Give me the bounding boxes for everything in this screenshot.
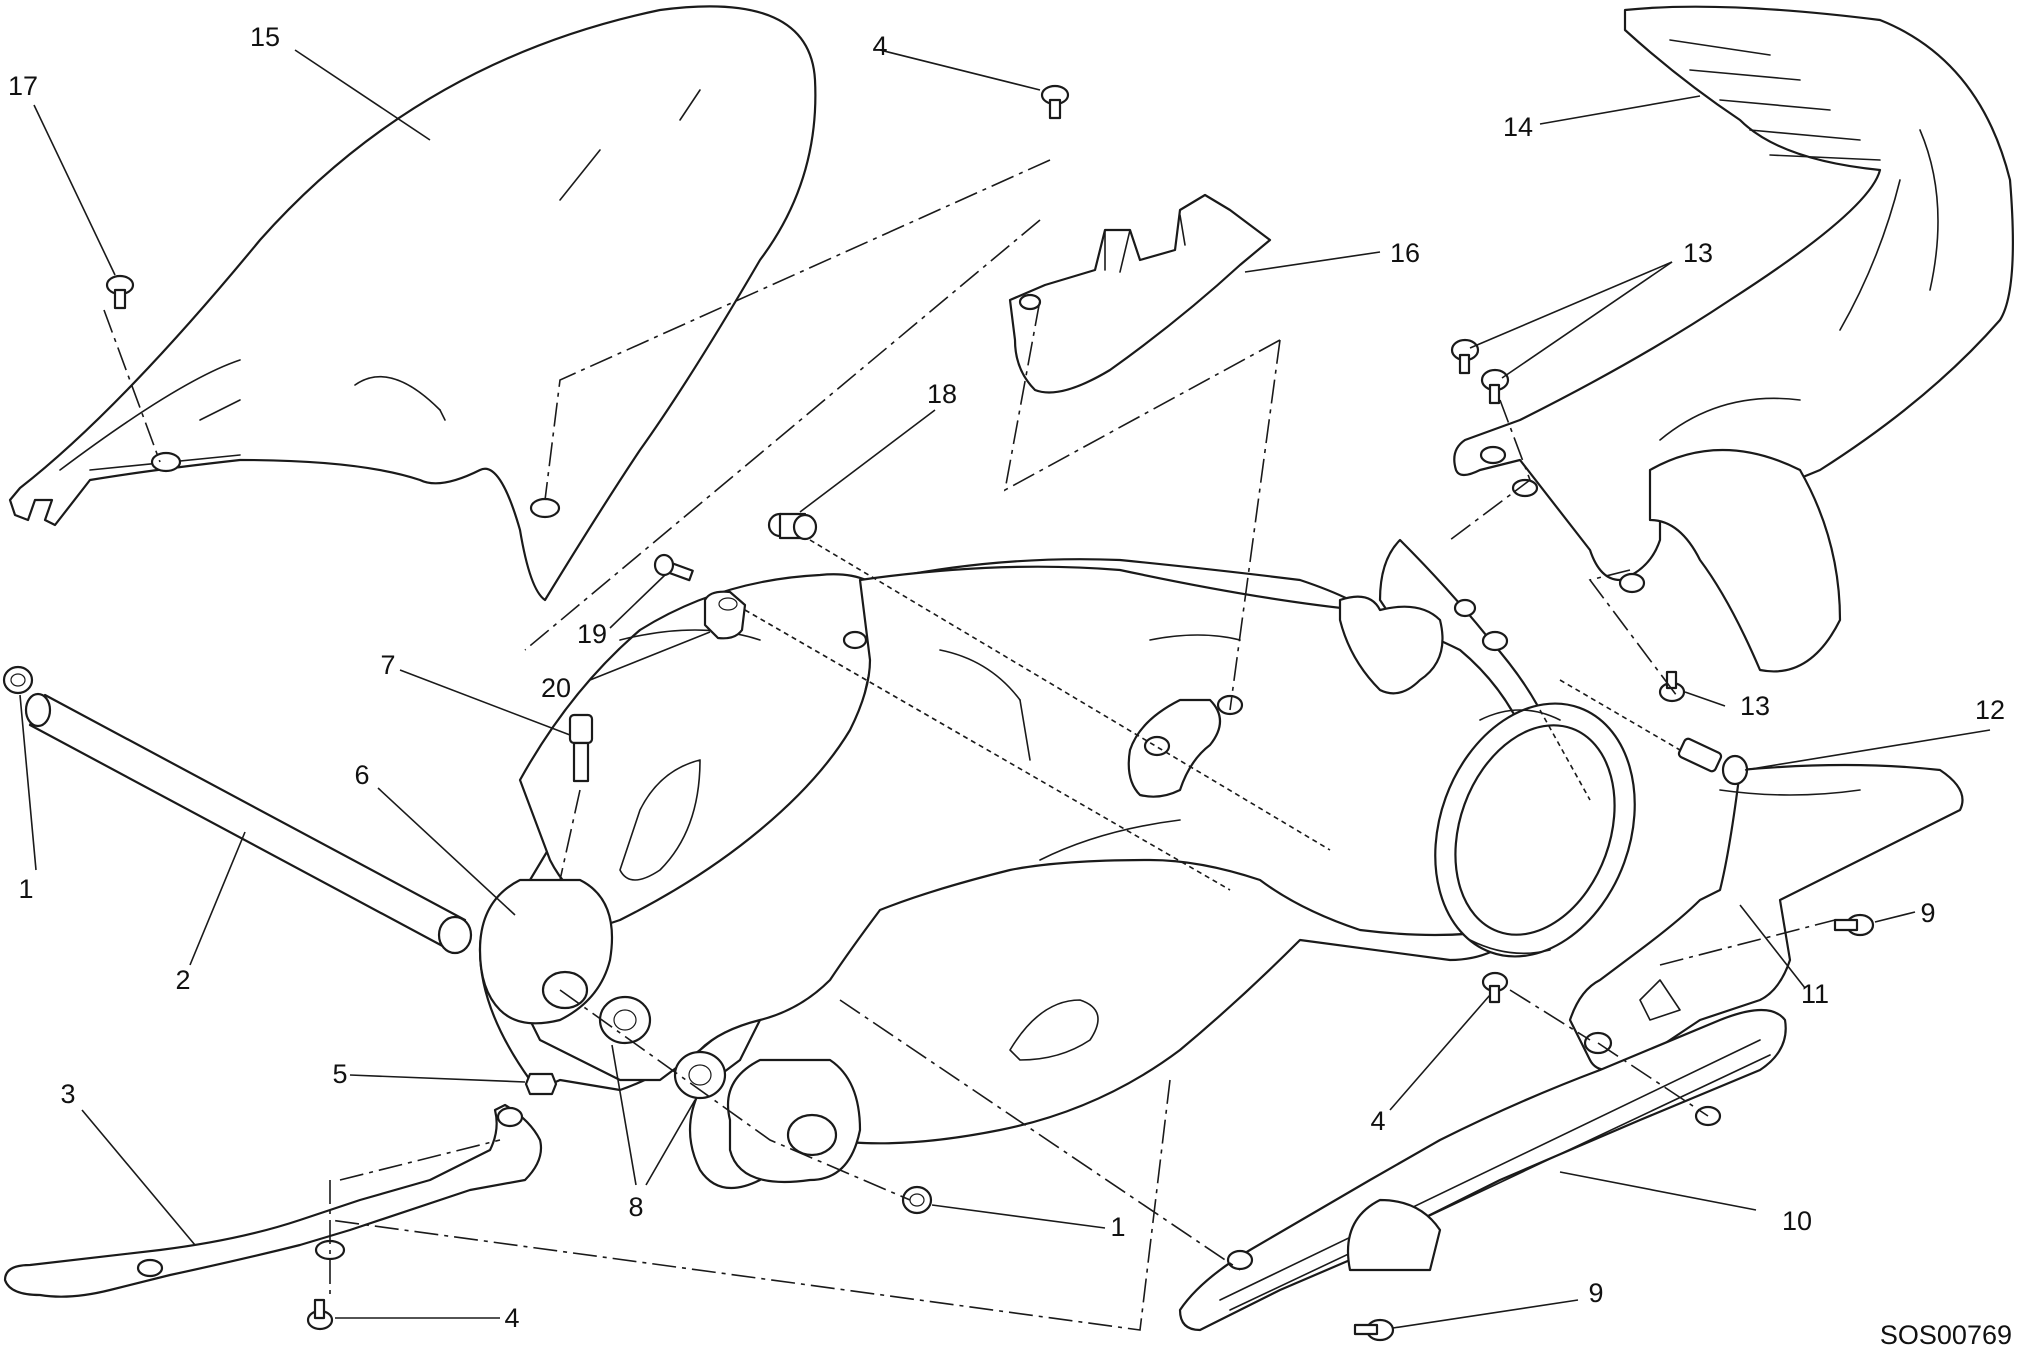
cover-bracket <box>1008 193 1272 394</box>
callout-labels: 1 1 2 3 4 4 4 5 6 7 8 9 9 10 11 12 13 13… <box>8 22 2005 1333</box>
callout-16: 16 <box>1390 238 1420 268</box>
chain-slider <box>1178 1009 1787 1332</box>
callout-1: 1 <box>1110 1212 1125 1242</box>
callout-4: 4 <box>1370 1106 1385 1136</box>
side-fairing <box>1453 5 2014 673</box>
callout-18: 18 <box>927 379 957 409</box>
callout-3: 3 <box>60 1079 75 1109</box>
callout-1: 1 <box>18 874 33 904</box>
swingarm <box>478 538 1562 1190</box>
callout-9: 9 <box>1920 898 1935 928</box>
drawing-code: SOS00769 <box>1880 1320 2012 1350</box>
axle <box>24 692 473 955</box>
callout-10: 10 <box>1782 1206 1812 1236</box>
callout-20: 20 <box>541 673 571 703</box>
callout-13: 13 <box>1683 238 1713 268</box>
callout-2: 2 <box>175 965 190 995</box>
callout-19: 19 <box>577 619 607 649</box>
assembly-lines <box>103 159 1836 1331</box>
callout-17: 17 <box>8 71 38 101</box>
callout-15: 15 <box>250 22 280 52</box>
leader-lines <box>19 49 1991 1329</box>
callout-12: 12 <box>1975 695 2005 725</box>
callout-13: 13 <box>1740 691 1770 721</box>
rear-mudguard <box>8 5 817 602</box>
callout-11: 11 <box>1801 979 1829 1009</box>
callout-7: 7 <box>380 650 395 680</box>
callout-5: 5 <box>332 1059 347 1089</box>
hardware <box>2 84 1875 1342</box>
lower-bracket <box>3 1103 543 1298</box>
dotted-lines <box>744 539 1681 891</box>
callout-4: 4 <box>504 1303 519 1333</box>
callout-4: 4 <box>872 31 887 61</box>
callout-9: 9 <box>1588 1278 1603 1308</box>
callout-6: 6 <box>354 760 369 790</box>
chain-guard <box>1568 763 1964 1072</box>
callout-8: 8 <box>628 1192 643 1222</box>
eccentric-hub <box>1434 702 1636 958</box>
callout-14: 14 <box>1503 112 1533 142</box>
